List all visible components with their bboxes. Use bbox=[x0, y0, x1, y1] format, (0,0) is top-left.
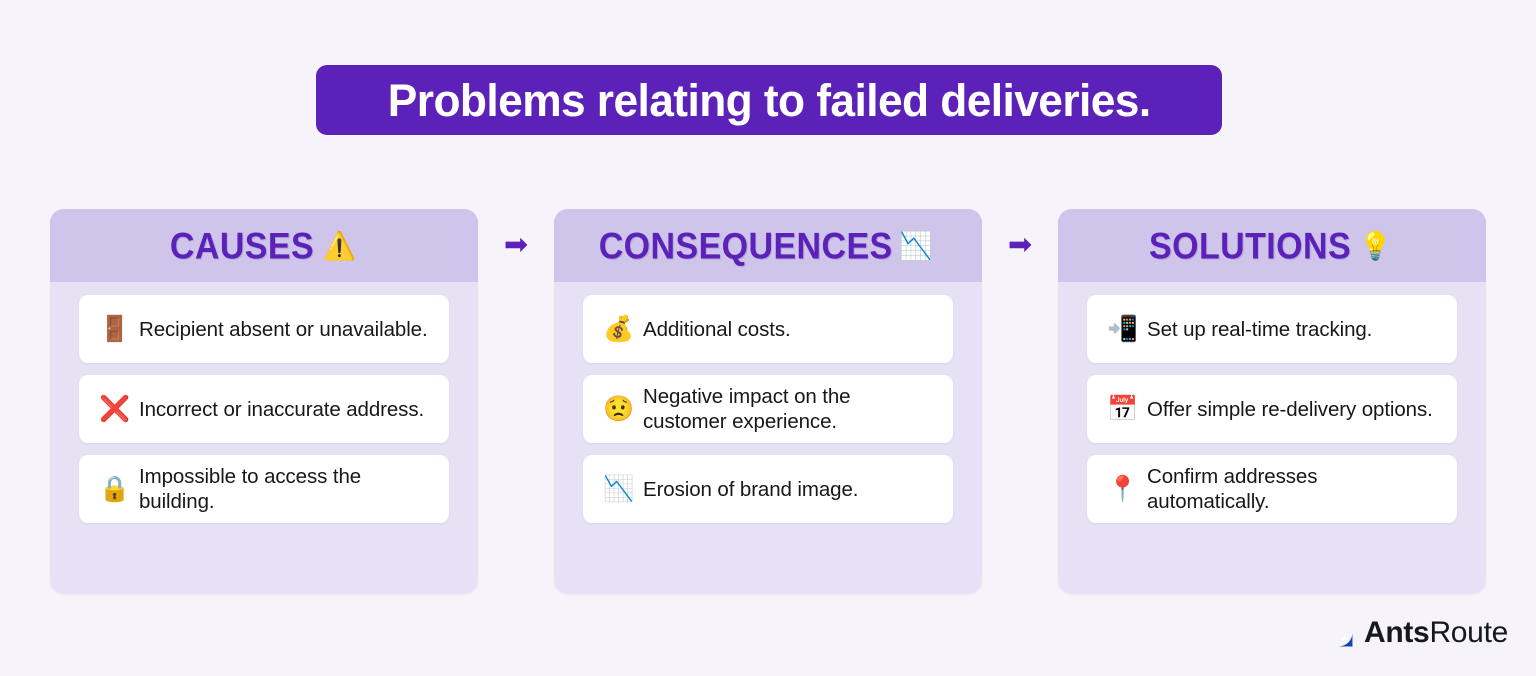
money-bag-icon: 💰 bbox=[603, 314, 635, 343]
column-consequences-header: CONSEQUENCES 📉 bbox=[554, 209, 982, 282]
column-consequences-title: CONSEQUENCES bbox=[598, 224, 893, 267]
brand-wordmark-secondary: Route bbox=[1429, 615, 1508, 649]
list-item-label: Confirm addresses automatically. bbox=[1147, 465, 1318, 513]
column-solutions-body: 📲 Set up real-time tracking. 📅 Offer sim… bbox=[1058, 282, 1486, 594]
column-solutions: SOLUTIONS 💡 📲 Set up real-time tracking.… bbox=[1058, 209, 1486, 594]
columns-row: CAUSES ⚠️ 🚪 Recipient absent or unavaila… bbox=[50, 209, 1486, 594]
list-item-label: Recipient absent or unavailable. bbox=[139, 317, 428, 341]
column-causes-body: 🚪 Recipient absent or unavailable. ❌ Inc… bbox=[50, 282, 478, 594]
list-item[interactable]: 📅 Offer simple re-delivery options. bbox=[1087, 375, 1457, 443]
connector-consequences-to-solutions: ➡ bbox=[982, 209, 1058, 282]
mobile-phone-with-arrow-icon: 📲 bbox=[1107, 314, 1139, 343]
list-item[interactable]: 📍 Confirm addresses automatically. bbox=[1087, 455, 1457, 523]
list-item[interactable]: 🚪 Recipient absent or unavailable. bbox=[79, 295, 449, 363]
warning-triangle-icon: ⚠️ bbox=[322, 231, 357, 261]
chart-decreasing-icon: 📉 bbox=[603, 474, 635, 503]
column-causes: CAUSES ⚠️ 🚪 Recipient absent or unavaila… bbox=[50, 209, 478, 594]
column-solutions-header: SOLUTIONS 💡 bbox=[1058, 209, 1486, 282]
column-consequences: CONSEQUENCES 📉 💰 Additional costs. 😟 Neg… bbox=[554, 209, 982, 594]
list-item-label: Offer simple re-delivery options. bbox=[1147, 397, 1433, 421]
brand-wordmark: AntsRoute bbox=[1363, 615, 1508, 649]
right-arrow-icon: ➡ bbox=[503, 229, 529, 261]
list-item[interactable]: 😟 Negative impact on the customer experi… bbox=[583, 375, 953, 443]
right-arrow-icon: ➡ bbox=[1007, 229, 1033, 261]
brand-wordmark-primary: Ants bbox=[1363, 615, 1430, 649]
page-title: Problems relating to failed deliveries. bbox=[387, 74, 1151, 126]
list-item-label: Set up real-time tracking. bbox=[1147, 317, 1373, 341]
worried-face-icon: 😟 bbox=[603, 394, 635, 423]
brand-logo: AntsRoute bbox=[1323, 617, 1508, 648]
chart-decreasing-icon: 📉 bbox=[899, 231, 933, 261]
calendar-icon: 📅 bbox=[1107, 394, 1139, 423]
list-item[interactable]: 💰 Additional costs. bbox=[583, 295, 953, 363]
list-item[interactable]: 📉 Erosion of brand image. bbox=[583, 455, 953, 523]
door-icon: 🚪 bbox=[99, 314, 131, 343]
list-item[interactable]: 📲 Set up real-time tracking. bbox=[1087, 295, 1457, 363]
column-causes-header: CAUSES ⚠️ bbox=[50, 209, 478, 282]
page-title-banner: Problems relating to failed deliveries. bbox=[316, 65, 1222, 135]
column-solutions-title: SOLUTIONS bbox=[1148, 224, 1351, 267]
list-item-label: Erosion of brand image. bbox=[643, 477, 859, 501]
column-consequences-body: 💰 Additional costs. 😟 Negative impact on… bbox=[554, 282, 982, 594]
list-item[interactable]: ❌ Incorrect or inaccurate address. bbox=[79, 375, 449, 443]
map-pin-icon: 📍 bbox=[1107, 474, 1139, 503]
lock-icon: 🔒 bbox=[99, 474, 131, 503]
list-item-label: Incorrect or inaccurate address. bbox=[139, 397, 425, 421]
list-item[interactable]: 🔒 Impossible to access the building. bbox=[79, 455, 449, 523]
antsroute-logo-icon bbox=[1324, 618, 1353, 647]
connector-causes-to-consequences: ➡ bbox=[478, 209, 554, 282]
column-causes-title: CAUSES bbox=[169, 224, 314, 267]
list-item-label: Additional costs. bbox=[643, 317, 791, 341]
cross-mark-icon: ❌ bbox=[99, 394, 131, 423]
list-item-label: Negative impact on the customer experien… bbox=[643, 385, 851, 433]
light-bulb-icon: 💡 bbox=[1358, 231, 1393, 261]
list-item-label: Impossible to access the building. bbox=[139, 465, 362, 513]
